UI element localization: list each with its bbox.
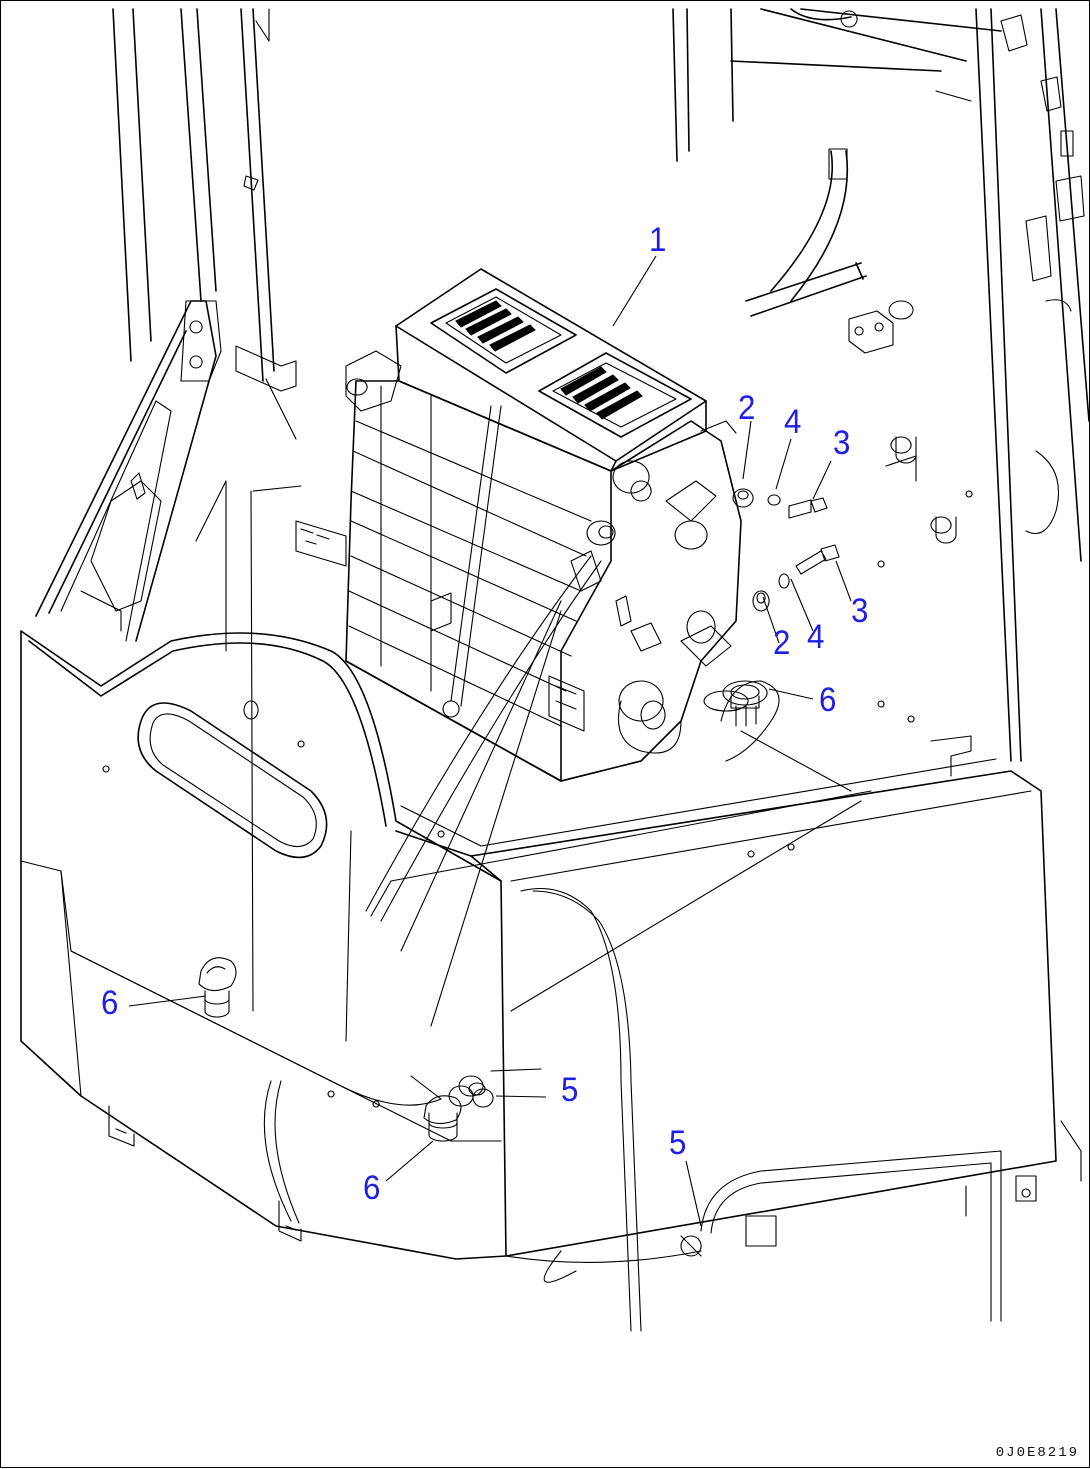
air-conditioner-unit (295, 268, 852, 1027)
floor-cover (370, 758, 1082, 1332)
callout-5-bottom: 5 (669, 1124, 687, 1162)
callout-3-upper: 3 (833, 424, 851, 462)
callout-6-right: 6 (819, 681, 837, 719)
callout-4-upper: 4 (784, 403, 802, 441)
callout-3-lower: 3 (851, 592, 869, 630)
callout-2-lower: 2 (773, 624, 791, 662)
callout-1: 1 (649, 221, 667, 259)
leader-lines (128, 255, 852, 1227)
drawing-code: 0J0E8219 (995, 1445, 1079, 1461)
callout-6-left: 6 (101, 984, 119, 1022)
callout-6-bottom: 6 (363, 1169, 381, 1207)
callout-5-left: 5 (561, 1071, 579, 1109)
callout-2-upper: 2 (738, 389, 756, 427)
left-console-box (20, 485, 507, 1260)
cab-frame-lines (112, 8, 1090, 777)
left-door-panel (35, 300, 297, 652)
grommets-and-clamps (198, 680, 768, 1142)
callout-4-lower: 4 (807, 618, 825, 656)
fasteners (732, 488, 840, 612)
